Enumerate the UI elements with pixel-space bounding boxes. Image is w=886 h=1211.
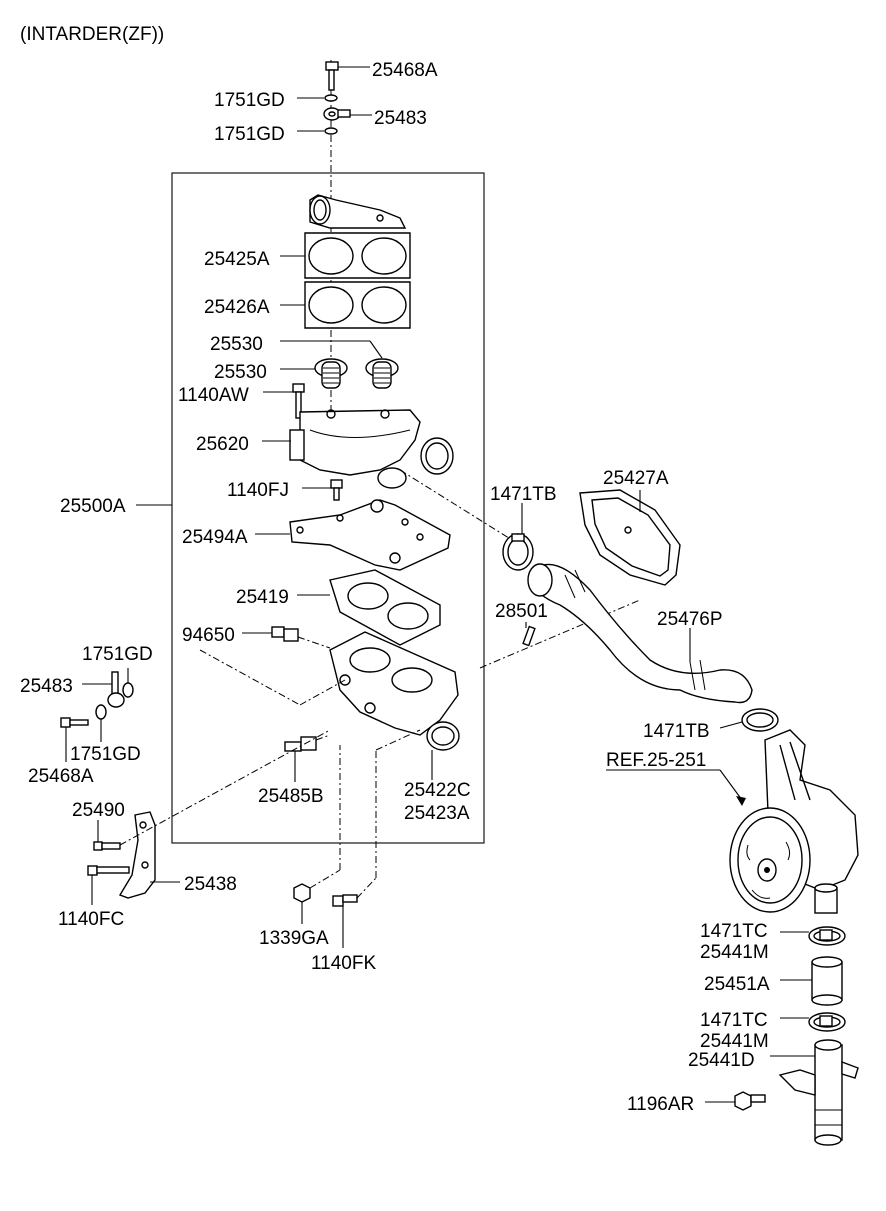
lower-housing-25422C bbox=[329, 631, 460, 751]
label-25425A: 25425A bbox=[204, 249, 270, 270]
nut-1339GA bbox=[293, 883, 311, 903]
label-25468A-left: 25468A bbox=[28, 766, 94, 787]
washer-1751GD-c bbox=[122, 682, 134, 698]
bolt-25468A-left bbox=[60, 717, 89, 728]
label-25530-a: 25530 bbox=[210, 334, 263, 355]
bolt-1196AR bbox=[734, 1091, 766, 1111]
label-1140FK: 1140FK bbox=[311, 953, 376, 974]
bolt-1140AW bbox=[292, 383, 305, 419]
label-94650: 94650 bbox=[182, 625, 235, 646]
label-1471TC-a: 1471TC bbox=[700, 921, 768, 942]
plate-25494A bbox=[289, 499, 451, 571]
label-25620: 25620 bbox=[196, 434, 249, 455]
thermostat-housing-25620 bbox=[289, 409, 454, 489]
thermostat-25530-left bbox=[314, 358, 348, 389]
label-25426A: 25426A bbox=[204, 297, 270, 318]
label-1751GD-b: 1751GD bbox=[214, 124, 285, 145]
label-25441D: 25441D bbox=[688, 1050, 755, 1071]
label-25494A: 25494A bbox=[182, 527, 248, 548]
label-25485B: 25485B bbox=[258, 786, 324, 807]
top-cover bbox=[309, 194, 407, 229]
plug-25485B bbox=[284, 736, 317, 752]
gasket-25426A bbox=[304, 281, 411, 329]
stud-28501 bbox=[522, 625, 536, 647]
bracket-25438 bbox=[118, 811, 156, 899]
label-25423A: 25423A bbox=[404, 803, 470, 824]
clamp-1471TB-b bbox=[741, 708, 779, 732]
label-1751GD-c: 1751GD bbox=[82, 644, 153, 665]
gasket-25419 bbox=[329, 569, 441, 646]
bolt-25490 bbox=[93, 841, 121, 851]
thermostat-25530-right bbox=[365, 358, 399, 389]
label-25419: 25419 bbox=[236, 587, 289, 608]
label-1471TB-a: 1471TB bbox=[490, 484, 557, 505]
sensor-94650 bbox=[271, 626, 299, 642]
label-25500A: 25500A bbox=[60, 496, 126, 517]
clamp-1471TC-a bbox=[808, 926, 846, 946]
clamp-1471TC-b bbox=[808, 1012, 846, 1032]
label-1339GA: 1339GA bbox=[259, 928, 329, 949]
label-25427A: 25427A bbox=[603, 468, 669, 489]
bolt-1140FJ bbox=[330, 479, 343, 501]
label-25476P: 25476P bbox=[657, 609, 723, 630]
label-25530-b: 25530 bbox=[214, 362, 267, 383]
label-25468A-top: 25468A bbox=[372, 60, 438, 81]
banjo-25483-top bbox=[323, 107, 351, 121]
gasket-25425A bbox=[304, 232, 411, 279]
label-1751GD-d: 1751GD bbox=[70, 744, 141, 765]
pipe-25441D bbox=[778, 1039, 859, 1146]
bolt-1140FC bbox=[87, 865, 130, 876]
banjo-25483-left bbox=[107, 671, 125, 708]
label-25483-left: 25483 bbox=[20, 676, 73, 697]
diagram-title: (INTARDER(ZF)) bbox=[20, 24, 164, 45]
label-1140FJ: 1140FJ bbox=[227, 480, 289, 501]
label-1471TC-b: 1471TC bbox=[700, 1010, 768, 1031]
washer-1751GD-d bbox=[95, 704, 107, 720]
label-1471TB-b: 1471TB bbox=[643, 721, 710, 742]
hose-25476P bbox=[527, 563, 753, 704]
label-25451A: 25451A bbox=[704, 974, 770, 995]
label-1196AR: 1196AR bbox=[627, 1094, 694, 1115]
clamp-1471TB-a bbox=[502, 533, 534, 571]
bolt-25468A-top bbox=[325, 61, 339, 91]
label-25490: 25490 bbox=[72, 800, 125, 821]
label-25422C: 25422C bbox=[404, 780, 471, 801]
label-28501: 28501 bbox=[495, 601, 548, 622]
label-1751GD-a: 1751GD bbox=[214, 90, 285, 111]
assembly-frame bbox=[171, 172, 485, 844]
washer-1751GD-b bbox=[324, 127, 338, 135]
label-1140FC: 1140FC bbox=[58, 909, 124, 930]
gasket-25427A bbox=[579, 489, 681, 586]
label-1140AW: 1140AW bbox=[178, 385, 249, 406]
label-25441M-a: 25441M bbox=[700, 942, 769, 963]
label-25438: 25438 bbox=[184, 874, 237, 895]
label-25483-top: 25483 bbox=[374, 108, 427, 129]
water-pump-ref bbox=[729, 729, 859, 914]
bolt-1140FK bbox=[332, 894, 358, 907]
label-25441M-b: 25441M bbox=[700, 1031, 769, 1052]
washer-1751GD-a bbox=[324, 94, 338, 102]
hose-25451A bbox=[811, 956, 843, 1006]
label-ref-25-251: REF.25-251 bbox=[606, 750, 706, 771]
